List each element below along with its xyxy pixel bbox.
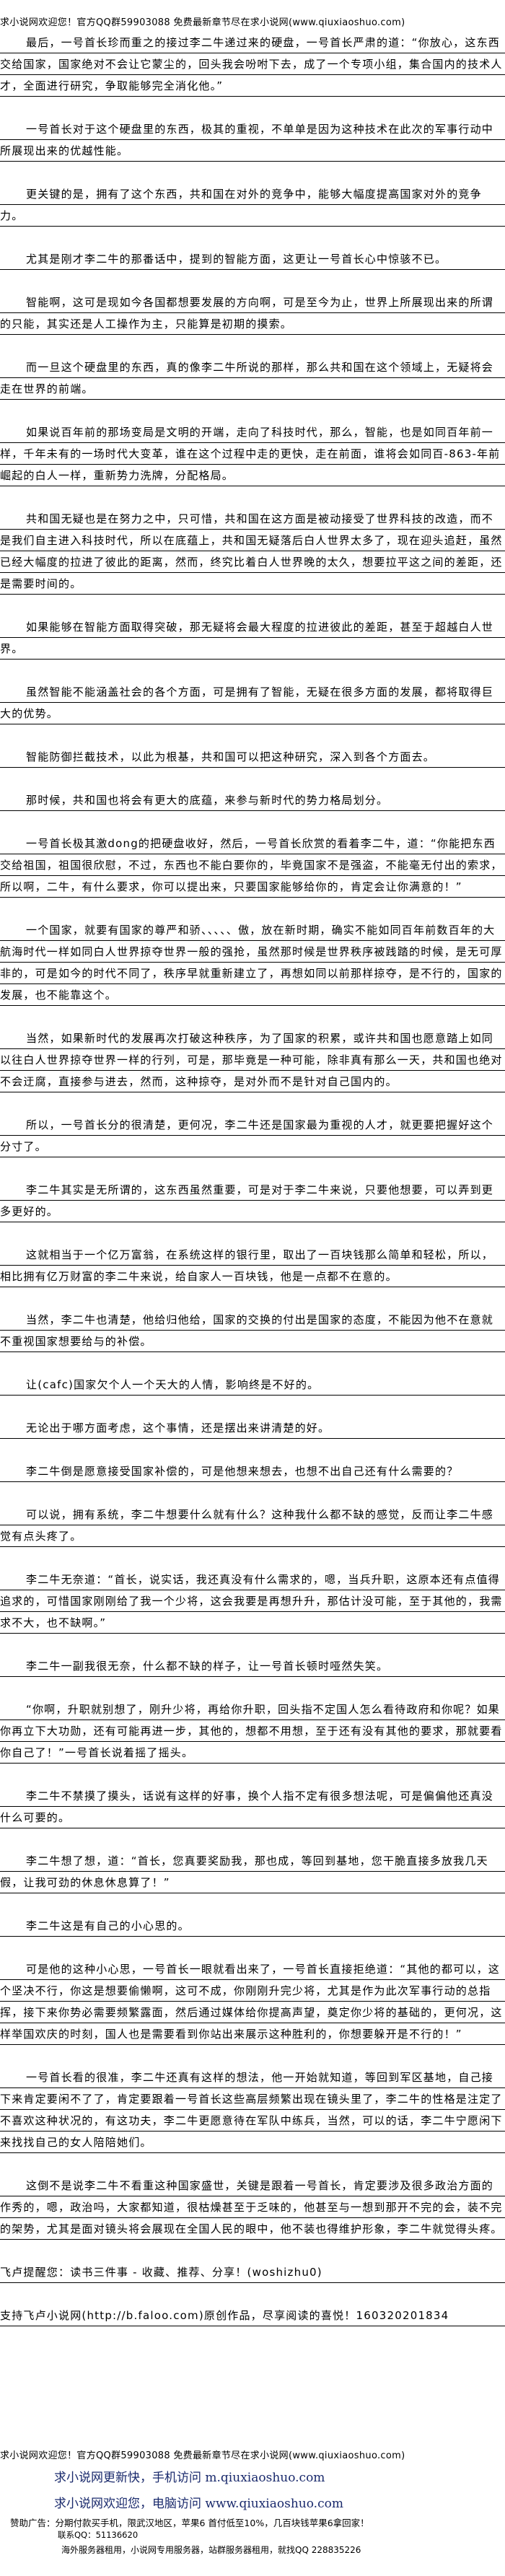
story-paragraph: 李二牛无奈道：“首长，说实话，我还真没有什么需求的，嗯，当兵升职，这原本还有点值… [0, 1569, 505, 1634]
mobile-access-link[interactable]: 求小说网更新快，手机访问 m.qiuxiaoshuo.com [54, 2471, 325, 2485]
chapter-content: 最后，一号首长珍而重之的接过李二牛递过来的硬盘，一号首长严肃的道：“你放心，这东… [0, 32, 505, 2348]
story-paragraph: 可以说，拥有系统，李二牛想要什么就有什么？这种我什么都不缺的感觉，反而让李二牛感… [0, 1504, 505, 1547]
support-line: 支持飞卢小说网(http://b.faloo.com)原创作品，尽享阅读的喜悦！… [0, 2305, 505, 2326]
server-rental-ad: 海外服务器租用，小说网专用服务器，站群服务器租用，就找QQ 228835226 [61, 2545, 361, 2555]
story-paragraph: 这倒不是说李二牛不看重这种国家盛世，关键是跟着一号首长，肯定要涉及很多政治方面的… [0, 2175, 505, 2240]
story-paragraph: 当然，李二牛也清楚，他给归他给，国家的交换的付出是国家的态度，不能因为他不在意就… [0, 1309, 505, 1352]
story-paragraph: 共和国无疑也是在努力之中，只可惜，共和国在这方面是被动接受了世界科技的改造，而不… [0, 508, 505, 595]
story-paragraph: 最后，一号首长珍而重之的接过李二牛递过来的硬盘，一号首长严肃的道：“你放心，这东… [0, 32, 505, 97]
story-paragraph: 李二牛倒是愿意接受国家补偿的，可是他想来想去，也想不出自己还有什么需要的？ [0, 1460, 505, 1482]
footer-welcome-banner: 求小说网欢迎您！官方QQ群59903088 免费最新章节尽在求小说网(www.q… [0, 2450, 405, 2461]
site-welcome-banner: 求小说网欢迎您！官方QQ群59903088 免费最新章节尽在求小说网(www.q… [0, 17, 405, 28]
story-paragraph: 李二牛想了想，道：“首长，您真要奖励我，那也成，等回到基地，您干脆直接多放我几天… [0, 1850, 505, 1893]
story-paragraph: 更关键的是，拥有了这个东西，共和国在对外的竞争中，能够大幅度提高国家对外的竞争力… [0, 183, 505, 227]
story-paragraph: 当然，如果新时代的发展再次打破这种秩序，为了国家的积累，或许共和国也愿意踏上如同… [0, 1028, 505, 1092]
story-paragraph: 李二牛一副我很无奈，什么都不缺的样子，让一号首长顿时哑然失笑。 [0, 1655, 505, 1677]
story-paragraph: 这就相当于一个亿万富翁，在系统这样的银行里，取出了一百块钱那么简单和轻松，所以，… [0, 1244, 505, 1287]
story-paragraph: 一号首长看的很准，李二牛还真有这样的想法，他一开始就知道，等回到军区基地，自己接… [0, 2067, 505, 2153]
story-paragraph: 李二牛这是有自己的小心思的。 [0, 1915, 505, 1937]
story-paragraph: 如果能够在智能方面取得突破，那无疑将会最大程度的拉进彼此的差距，甚至于超越白人世… [0, 616, 505, 660]
story-paragraph: 让(cafc)国家欠个人一个天大的人情，影响终是不好的。 [0, 1374, 505, 1396]
story-paragraph: 一号首长对于这个硬盘里的东西，极其的重视，不单单是因为这种技术在此次的军事行动中… [0, 118, 505, 162]
story-paragraph: 无论出于哪方面考虑，这个事情，还是摆出来讲清楚的好。 [0, 1417, 505, 1439]
story-paragraph: 虽然智能不能涵盖社会的各个方面，可是拥有了智能，无疑在很多方面的发展，都将取得巨… [0, 681, 505, 724]
reminder-line: 飞卢提醒您：读书三件事 - 收藏、推荐、分享！(woshizhu0) [0, 2261, 505, 2283]
story-paragraph: 李二牛其实是无所谓的，这东西虽然重要，可是对于李二牛来说，只要他想要，可以弄到更… [0, 1179, 505, 1222]
story-paragraph: 一号首长极其激dong的把硬盘收好，然后，一号首长欣赏的看着李二牛，道：“你能把… [0, 833, 505, 898]
story-paragraph: 所以，一号首长分的很清楚，更何况，李二牛还是国家最为重视的人才，就更要把握好这个… [0, 1114, 505, 1157]
story-paragraph: 那时候，共和国也将会有更大的底蕴，来参与新时代的势力格局划分。 [0, 789, 505, 811]
paragraph-list: 最后，一号首长珍而重之的接过李二牛递过来的硬盘，一号首长严肃的道：“你放心，这东… [0, 32, 505, 2240]
story-paragraph: 智能啊，这可是现如今各国都想要发展的方向啊，可是至今为止，世界上所展现出来的所谓… [0, 292, 505, 335]
sponsor-ad: 赞助广告：分期付款买手机，限武汉地区，苹果6 首付低至10%，几百块钱苹果6拿回… [10, 2518, 369, 2528]
story-paragraph: 李二牛不禁摸了摸头，话说有这样的好事，换个人指不定有很多想法呢，可是偏偏他还真没… [0, 1785, 505, 1828]
pc-access-link[interactable]: 求小说网欢迎您，电脑访问 www.qiuxiaoshuo.com [54, 2497, 343, 2511]
story-paragraph: 如果说百年前的那场变局是文明的开端，走向了科技时代，那么，智能，也是如同百年前一… [0, 421, 505, 486]
sponsor-contact-qq: 联系QQ：51136620 [58, 2530, 139, 2540]
page-footer: 求小说网欢迎您！官方QQ群59903088 免费最新章节尽在求小说网(www.q… [0, 2448, 505, 2559]
support-text: 支持飞卢小说网(http://b.faloo.com)原创作品，尽享阅读的喜悦！… [0, 2309, 364, 2322]
story-paragraph: 可是他的这种小心思，一号首长一眼就看出来了，一号首长直接拒绝道：“其他的都可以，… [0, 1958, 505, 2045]
story-paragraph: 尤其是刚才李二牛的那番话中，提到的智能方面，这更让一号首长心中惊骇不已。 [0, 248, 505, 270]
story-paragraph: 一个国家，就要有国家的尊严和骄、、、、、傲，放在新时期，确实不能如同百年前数百年… [0, 919, 505, 1006]
chapter-code: 60320201834 [364, 2309, 449, 2322]
story-paragraph: 智能防御拦截技术，以此为根基，共和国可以把这种研究，深入到各个方面去。 [0, 746, 505, 768]
story-paragraph: 而一旦这个硬盘里的东西，真的像李二牛所说的那样，那么共和国在这个领域上，无疑将会… [0, 356, 505, 400]
story-paragraph: “你啊，升职就别想了，刚升少将，再给你升职，回头指不定国人怎么看待政府和你呢？如… [0, 1699, 505, 1764]
